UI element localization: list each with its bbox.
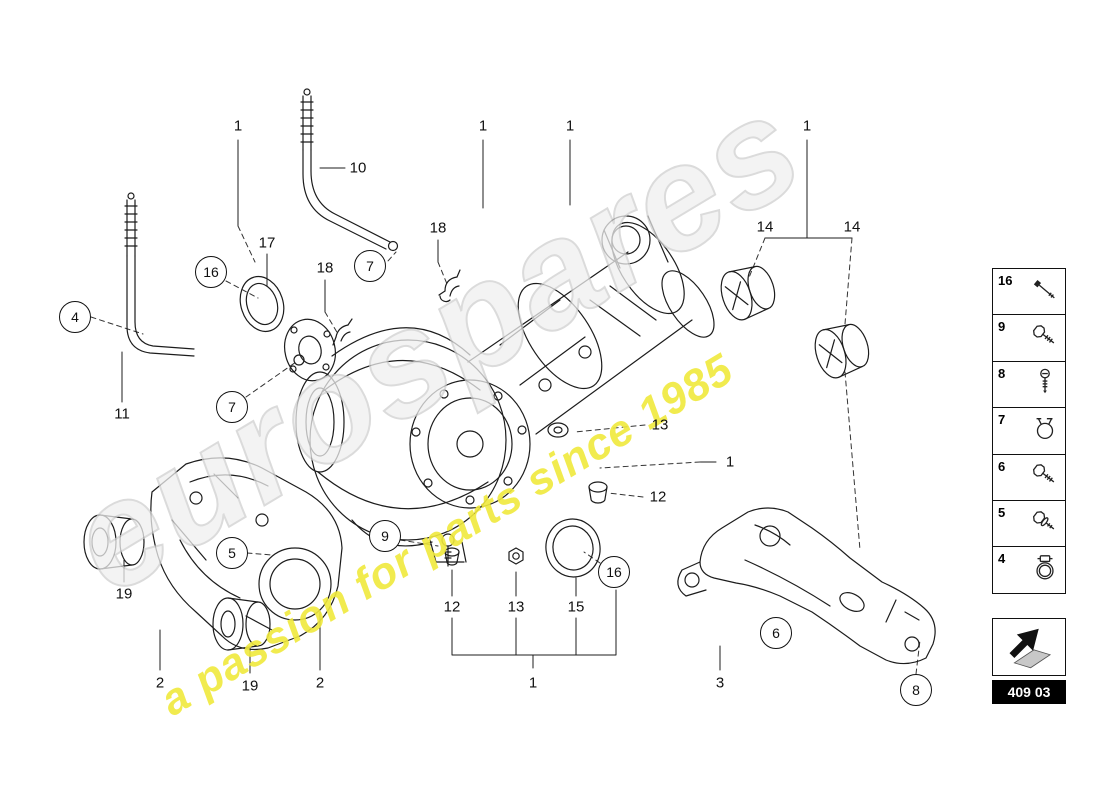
- nut-13-lower: [508, 547, 524, 565]
- legend-item-number: 16: [998, 273, 1013, 288]
- mount-bracket-2: [150, 457, 343, 651]
- legend-item-9: 9: [992, 314, 1066, 363]
- washer-bolt-icon: [1030, 507, 1060, 542]
- legend-item-6: 6: [992, 453, 1066, 502]
- legend-item-number: 9: [998, 319, 1006, 335]
- bushing-14-right: [814, 323, 870, 379]
- bushing-19-left: [83, 514, 145, 570]
- vent-hose-10: [300, 88, 399, 252]
- bushing-19-right: [212, 597, 271, 651]
- legend-item-number: 6: [998, 458, 1006, 474]
- bushing-14-left: [720, 265, 776, 321]
- legend-item-4: 4: [992, 546, 1066, 595]
- spring-clamp-icon: [1030, 414, 1060, 449]
- flange-bolt-icon: [1030, 460, 1060, 495]
- bolt-9: [441, 533, 455, 567]
- crossmember-3: [677, 507, 936, 665]
- legend-item-5: 5: [992, 500, 1066, 549]
- legend-item-number: 8: [998, 365, 1006, 381]
- clamp-7-part: [293, 354, 305, 366]
- screw-icon: [1030, 367, 1060, 402]
- output-tube-assembly: [467, 215, 715, 435]
- washer-13: [547, 422, 569, 438]
- direction-arrow-icon: [1000, 619, 1058, 676]
- flange-and-elbow-18: [284, 318, 353, 382]
- vent-hose-11: [124, 192, 195, 357]
- plug-12-lower: [444, 547, 460, 566]
- hose-clamp-icon: [1030, 553, 1060, 588]
- legend-item-number: 4: [998, 551, 1006, 567]
- long-bolt-icon: [1030, 275, 1060, 310]
- legend-item-number: 7: [998, 412, 1006, 428]
- leader-lines-solid: [121, 139, 853, 674]
- hardware-legend: 16 9 8 7 6 5 4: [992, 268, 1066, 595]
- legend-item-8: 8: [992, 360, 1066, 409]
- shaft-seal-17: [239, 275, 285, 333]
- part-code-badge: 409 03: [992, 680, 1066, 704]
- legend-item-7: 7: [992, 407, 1066, 456]
- legend-item-16: 16: [992, 268, 1066, 316]
- vent-elbow-18-top: [438, 269, 461, 303]
- legend-item-number: 5: [998, 505, 1006, 521]
- direction-arrow-box: [992, 618, 1066, 676]
- flange-bolt-icon: [1030, 321, 1060, 356]
- differential-housing: [295, 327, 531, 563]
- seal-ring-15: [545, 518, 601, 578]
- plug-12: [588, 481, 608, 504]
